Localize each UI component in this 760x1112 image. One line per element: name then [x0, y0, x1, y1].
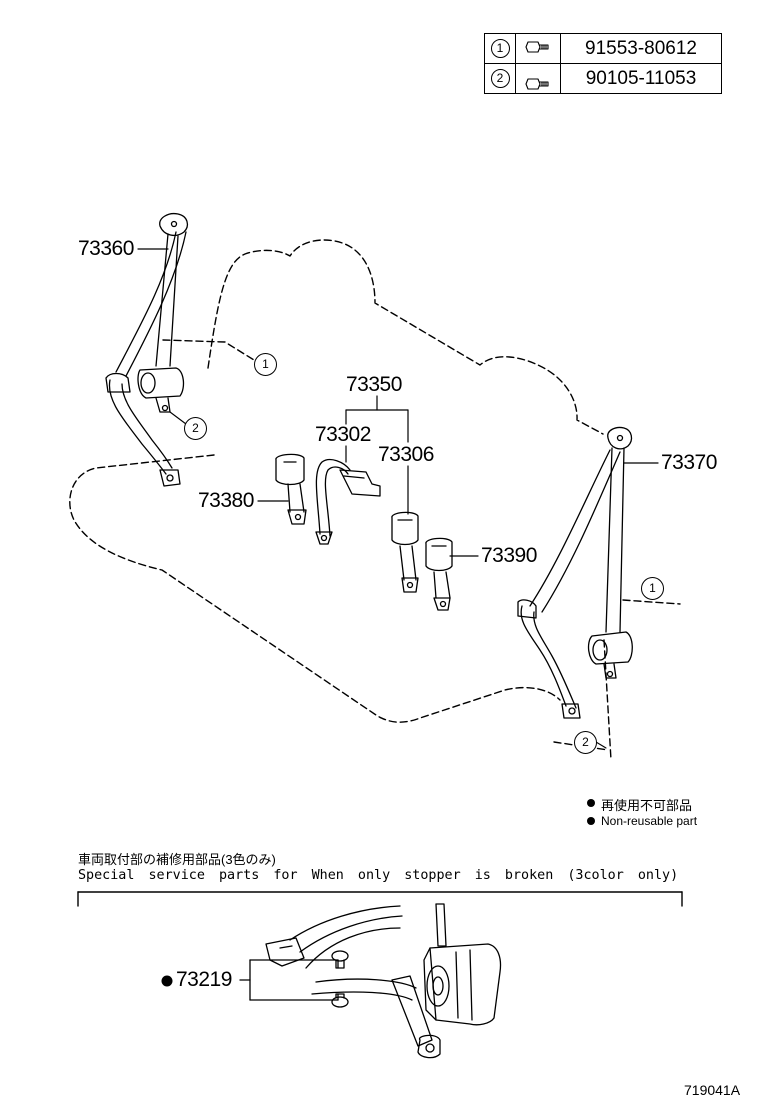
part-label-73370[interactable]: 73370: [661, 451, 717, 474]
buckle-73380: [275, 453, 307, 525]
leader-73219: [239, 959, 339, 1001]
fastener-icon-cell: [515, 33, 561, 64]
leader-callout-2-left: [169, 411, 187, 425]
part-label-73219[interactable]: 73219: [176, 968, 232, 991]
part-label-73306[interactable]: 73306: [378, 443, 434, 466]
legend-non-reusable-jp: 再使用不可部品: [601, 798, 693, 813]
special-parts-bracket: [77, 891, 683, 907]
center-lap-belt-73302: [315, 458, 381, 545]
legend-dot-en: [587, 817, 595, 825]
left-outer-belt-73360: [105, 212, 189, 487]
part-label-73302[interactable]: 73302: [315, 423, 371, 446]
buckle-73390: [425, 537, 453, 611]
detail-lower-anchor: [265, 903, 502, 1059]
leader-callout-2-right: [595, 741, 607, 749]
legend-non-reusable-en: Non-reusable part: [601, 814, 698, 828]
special-parts-caption-en: Special service parts for When only stop…: [78, 868, 679, 883]
callout-2-left: 2: [184, 417, 207, 440]
key-number-badge: 1: [490, 39, 510, 58]
part-number-cell: 90105-11053: [560, 63, 722, 94]
table-row: 2 90105-11053: [484, 63, 722, 94]
legend-dot-jp: [587, 799, 595, 807]
part-number-cell: 91553-80612: [560, 33, 722, 64]
fastener-icon-cell: [515, 63, 561, 94]
non-reusable-dot-73219: [161, 975, 173, 987]
part-label-73380[interactable]: 73380: [198, 489, 254, 512]
buckle-73306: [391, 511, 419, 593]
figure-code: 719041A: [684, 1082, 741, 1098]
callout-1-left: 1: [254, 353, 277, 376]
fastener-table: 1 91553-80612 2 90105-11053: [484, 33, 722, 94]
leader-73350: [345, 395, 409, 515]
key-number-badge: 2: [490, 69, 510, 88]
part-label-73390[interactable]: 73390: [481, 544, 537, 567]
part-label-73350[interactable]: 73350: [346, 373, 402, 396]
table-row: 1 91553-80612: [484, 33, 722, 64]
callout-2-right: 2: [574, 731, 597, 754]
part-label-73360[interactable]: 73360: [78, 237, 134, 260]
seat-outline: [69, 239, 681, 761]
right-outer-belt-73370: [517, 426, 633, 719]
special-parts-caption-jp: 車両取付部の補修用部品(3色のみ): [78, 852, 276, 867]
callout-1-right: 1: [641, 577, 664, 600]
